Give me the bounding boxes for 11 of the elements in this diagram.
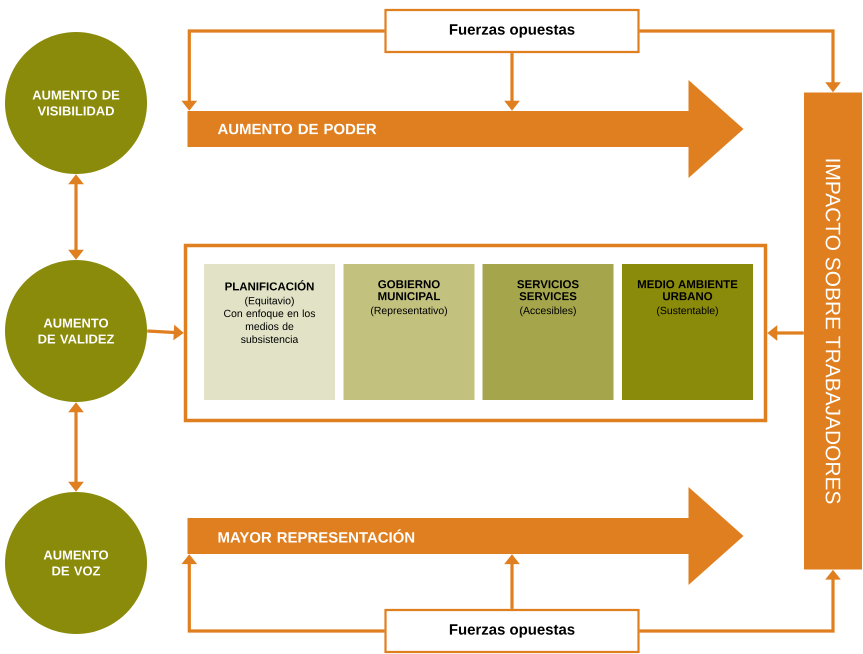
circle-node: AUMENTO DE VISIBILIDAD [5, 32, 147, 174]
category-tile: SERVICIOS SERVICES (Accesibles) [482, 264, 614, 400]
category-tile: PLANIFICACIÓN (Equitavio) Con enfoque en los medios de subsistencia [204, 264, 335, 400]
circle-node: AUMENTO DE VOZ [5, 492, 147, 634]
label-box: Fuerzas opuestas [384, 608, 640, 654]
label-box: Fuerzas opuestas [384, 8, 640, 54]
category-tile: MEDIO AMBIENTE URBANO (Sustentable) [622, 264, 753, 400]
category-tile: GOBIERNO MUNICIPAL (Representativo) [344, 264, 474, 400]
vertical-banner: IMPACTO SOBRE TRABAJADORES [804, 92, 862, 570]
circle-node: AUMENTO DE VALIDEZ [5, 260, 147, 402]
group-frame [184, 244, 768, 422]
